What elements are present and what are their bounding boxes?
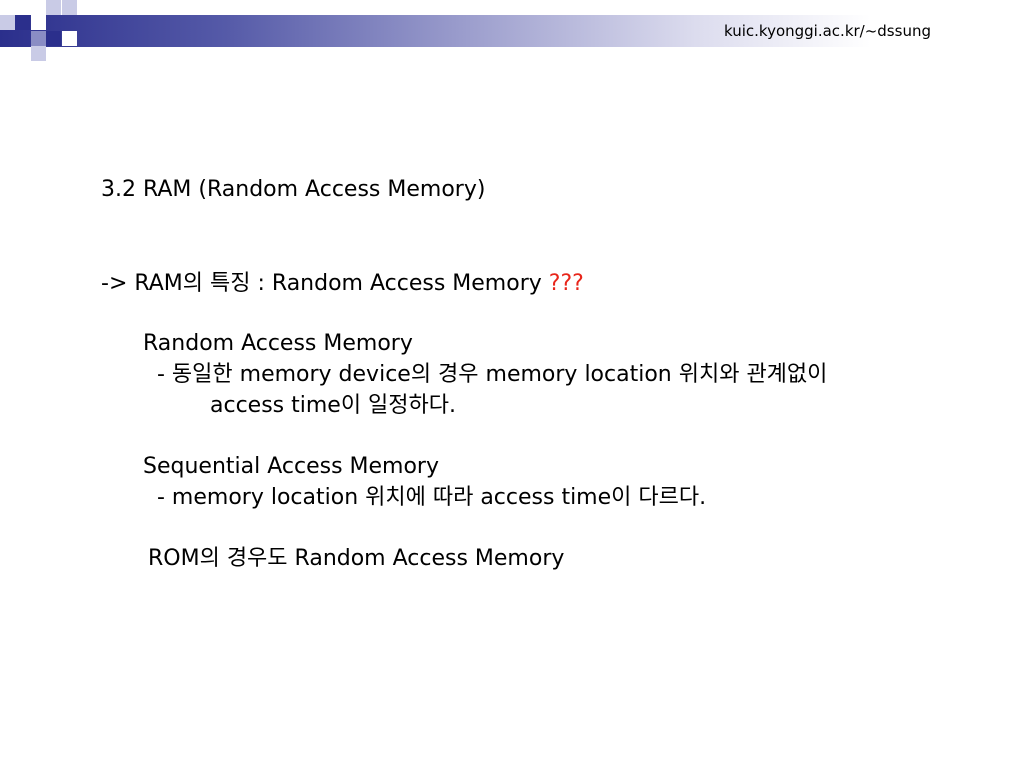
ram-description-1: - 동일한 memory device의 경우 memory location … [157,362,828,387]
ram-heading: Random Access Memory [143,331,413,356]
sam-description: - memory location 위치에 따라 access time이 다르… [157,485,707,510]
rom-note: ROM의 경우도 Random Access Memory [148,546,565,571]
decor-square [0,15,15,30]
decor-square [62,31,77,46]
decor-square [46,31,61,46]
ram-description-2: access time이 일정하다. [210,393,457,418]
header-gradient-bar [0,15,1024,47]
decor-square [31,46,46,61]
decor-square [15,15,30,30]
decor-square [31,15,46,30]
sam-heading: Sequential Access Memory [143,454,439,479]
decor-square [31,31,46,46]
decor-square [46,0,61,15]
ram-feature-line: -> RAM의 특징 : Random Access Memory ??? [101,271,584,297]
slide-title: 3.2 RAM (Random Access Memory) [101,177,486,202]
header-url: kuic.kyonggi.ac.kr/~dssung [724,22,931,40]
question-marks: ??? [548,271,584,296]
ram-feature-text: -> RAM의 특징 : Random Access Memory [101,271,549,296]
decor-square [62,0,77,15]
